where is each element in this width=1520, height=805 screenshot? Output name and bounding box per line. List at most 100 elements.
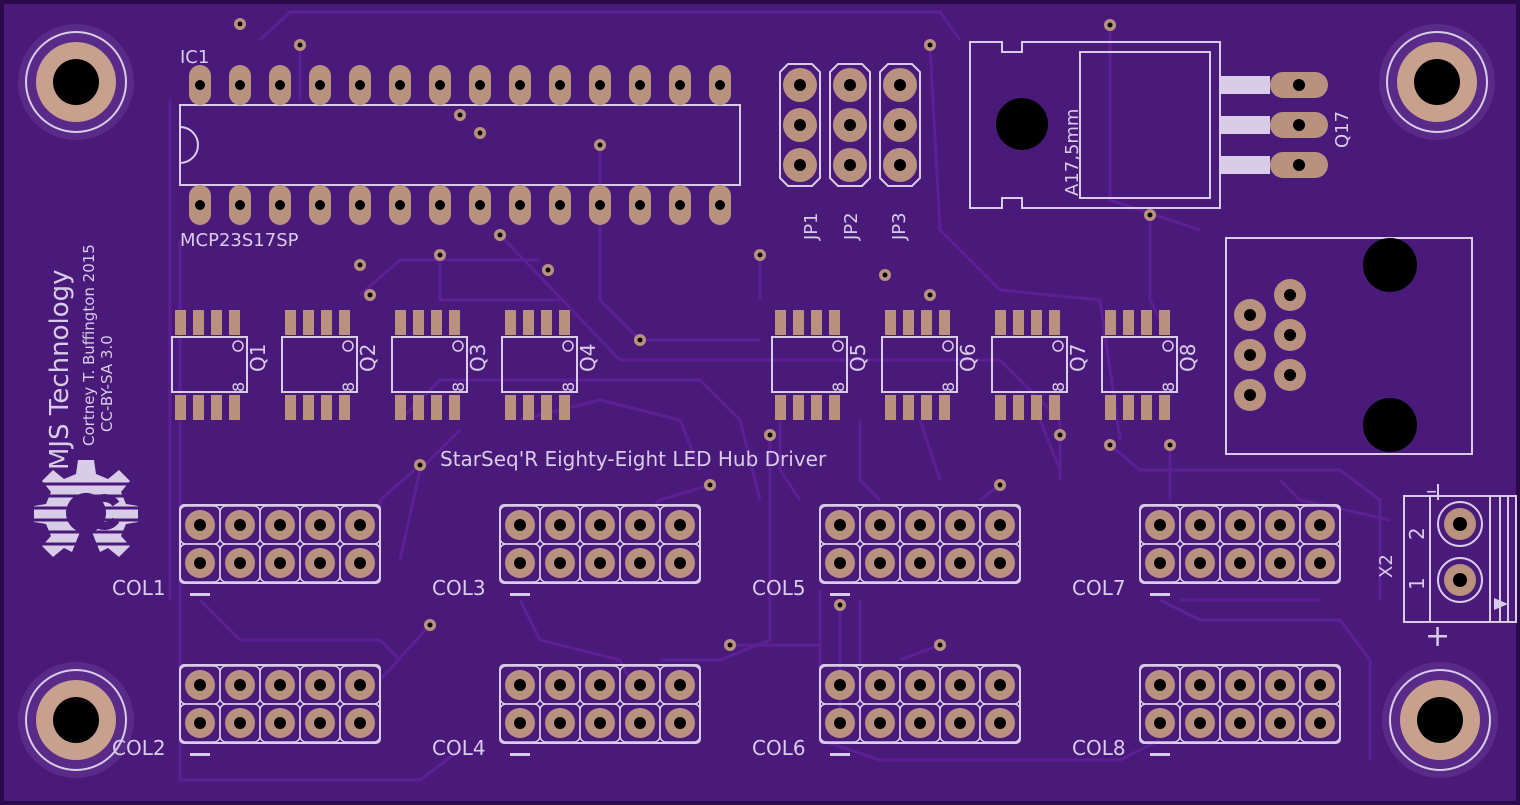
- rj-pin: [1234, 379, 1266, 411]
- mosfet-q4: 8 Q4: [501, 310, 600, 420]
- ic-pin: [509, 185, 531, 225]
- brand-label: MJS Technology: [45, 269, 75, 470]
- mosfet-ref-label: Q3: [466, 344, 490, 372]
- ic-pin: [549, 185, 571, 225]
- terminal-plus-label: +: [1425, 619, 1450, 654]
- header-col7: COL7: [1072, 504, 1341, 600]
- open-hardware-gear-icon: [34, 460, 138, 557]
- mosfet-pin-mark: 8: [229, 382, 248, 392]
- mosfet-pin-mark: 8: [1159, 382, 1178, 392]
- mosfet-pin-mark: 8: [339, 382, 358, 392]
- mosfet-q1: 8 Q1: [171, 310, 270, 420]
- mosfet-q5: 8 Q5: [771, 310, 870, 420]
- ic-pin: [189, 65, 211, 105]
- header-label: COL2: [112, 736, 166, 760]
- ic-pin: [389, 65, 411, 105]
- ic1-dip: IC1 MCP23S17SP: [179, 47, 741, 251]
- header-col1: COL1: [112, 504, 381, 600]
- header-label: COL4: [432, 736, 486, 760]
- jumper-2: [829, 63, 871, 187]
- ic-pin: [549, 65, 571, 105]
- ic-pin: [589, 65, 611, 105]
- mosfet-q8: 8Q8: [1101, 310, 1200, 420]
- terminal-pin2-label: 2: [1405, 527, 1429, 540]
- ic-pins: [189, 65, 731, 225]
- ic-part-label: MCP23S17SP: [180, 230, 299, 251]
- mosfet-ref-label: Q5: [846, 344, 870, 372]
- license-label: CC-BY-SA 3.0: [98, 335, 116, 432]
- mosfet-pin-mark: 8: [559, 382, 578, 392]
- ic-pin: [269, 65, 291, 105]
- ic-pin: [229, 185, 251, 225]
- rj-pin: [1274, 279, 1306, 311]
- rj-pin: [1234, 299, 1266, 331]
- header-col6: COL6: [752, 664, 1021, 760]
- mosfet-q3: 8 Q3: [391, 310, 490, 420]
- ic-pin: [229, 65, 251, 105]
- header-label: COL8: [1072, 736, 1126, 760]
- header-col2: COL2: [112, 664, 381, 760]
- mosfet-q2: 8 Q2: [281, 310, 380, 420]
- jp1-label: JP1: [801, 212, 822, 241]
- regulator-q17: A17,5mm Q17: [969, 41, 1353, 209]
- ic-pin: [189, 185, 211, 225]
- mounting-holes: [18, 24, 1498, 778]
- rj-pin: [1234, 339, 1266, 371]
- mosfet-q7: 8 Q7: [991, 310, 1090, 420]
- mosfet-ref-label: Q1: [246, 344, 270, 372]
- ic-pin: [309, 65, 331, 105]
- ic-pin: [349, 65, 371, 105]
- ic-pin: [589, 185, 611, 225]
- rj-jack: [1225, 237, 1473, 455]
- ic-pin: [389, 185, 411, 225]
- mosfet-pin-mark: 8: [939, 382, 958, 392]
- regulator-ref-label: Q17: [1332, 111, 1353, 148]
- mosfet-pin-mark: 8: [449, 382, 468, 392]
- jumper-1: [779, 63, 821, 187]
- jumpers: JP1 JP2 JP3: [779, 63, 921, 241]
- header-col8: COL8: [1072, 664, 1341, 760]
- rj-pin: [1274, 359, 1306, 391]
- header-label: COL1: [112, 576, 166, 600]
- mosfets: 8 Q1 8 Q2 8 Q3 8 Q4 8 Q5 8 Q6 8 Q7 8Q8: [171, 310, 1200, 420]
- regulator-mount-hole: [996, 98, 1048, 150]
- header-label: COL3: [432, 576, 486, 600]
- ic-pin: [469, 185, 491, 225]
- terminal-x2: 2 1 X2 – +: [1376, 479, 1517, 654]
- ic-pin: [509, 65, 531, 105]
- vias: [234, 18, 1176, 651]
- ic-pin: [269, 185, 291, 225]
- mosfet-ref-label: Q4: [576, 344, 600, 372]
- ic-pin: [629, 65, 651, 105]
- ic-pin: [309, 185, 331, 225]
- terminal-ref-label: X2: [1376, 554, 1397, 578]
- ic-pin: [669, 65, 691, 105]
- mosfet-ref-label: Q2: [356, 344, 380, 372]
- author-label: Cortney T. Buffington 2015: [80, 244, 98, 446]
- jp2-label: JP2: [841, 212, 862, 241]
- mosfet-pin-mark: 8: [1049, 382, 1068, 392]
- header-label: COL7: [1072, 576, 1126, 600]
- mosfet-ref-label: Q7: [1066, 344, 1090, 372]
- header-label: COL6: [752, 736, 806, 760]
- ic-pin: [669, 185, 691, 225]
- rj-pin: [1274, 319, 1306, 351]
- mounting-hole-top-left: [18, 24, 134, 140]
- ic-pin: [469, 65, 491, 105]
- mosfet-ref-label: Q6: [956, 344, 980, 372]
- header-label: COL5: [752, 576, 806, 600]
- regulator-label: A17,5mm: [1062, 109, 1083, 196]
- mosfet-q6: 8 Q6: [881, 310, 980, 420]
- ic-ref-label: IC1: [180, 47, 209, 68]
- mounting-hole-bottom-left: [18, 662, 134, 778]
- ic-pin: [629, 185, 651, 225]
- mounting-hole-top-right: [1379, 24, 1495, 140]
- ic-pin: [349, 185, 371, 225]
- terminal-minus-label: –: [1426, 479, 1437, 504]
- jumper-3: [879, 63, 921, 187]
- header-col4: COL4: [432, 664, 701, 760]
- header-col5: COL5: [752, 504, 1021, 600]
- mosfet-pin-mark: 8: [829, 382, 848, 392]
